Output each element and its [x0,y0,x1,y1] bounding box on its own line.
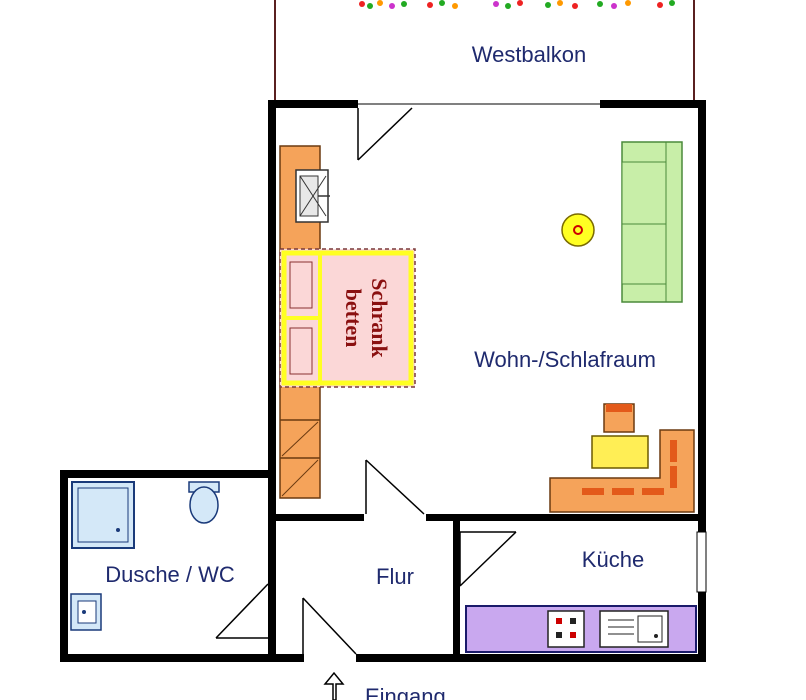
tv-stand [295,169,330,223]
kitchen-window [696,531,707,593]
cabinet-bed-label-line2: betten [341,289,366,348]
cabinet-bed: Schrank betten [279,248,416,388]
coffee-table [561,213,595,247]
flower-box [355,0,685,10]
cabinet-bed-label-line1: Schrank [367,278,392,358]
balcony: Westbalkon [274,0,695,100]
room-label-balcony: Westbalkon [472,42,587,67]
door-living-room [365,459,425,515]
door-bathroom [215,583,269,639]
door-kitchen [459,531,517,587]
door-entrance [302,597,357,655]
toilet [188,481,220,524]
room-label-bath: Dusche / WC [105,562,235,587]
door-balcony [357,107,413,161]
room-label-kitchen: Küche [582,547,644,572]
room-label-living: Wohn-/Schlafraum [474,347,656,372]
room-label-hall: Flur [376,564,414,589]
sofa [621,141,683,303]
entrance-label: Eingang [365,684,446,700]
sink [70,593,102,631]
entrance-arrow [323,671,345,700]
desk [549,403,695,513]
kitchen-sink [599,610,669,648]
walls [60,100,706,662]
stove [547,610,585,648]
shower [71,481,135,549]
